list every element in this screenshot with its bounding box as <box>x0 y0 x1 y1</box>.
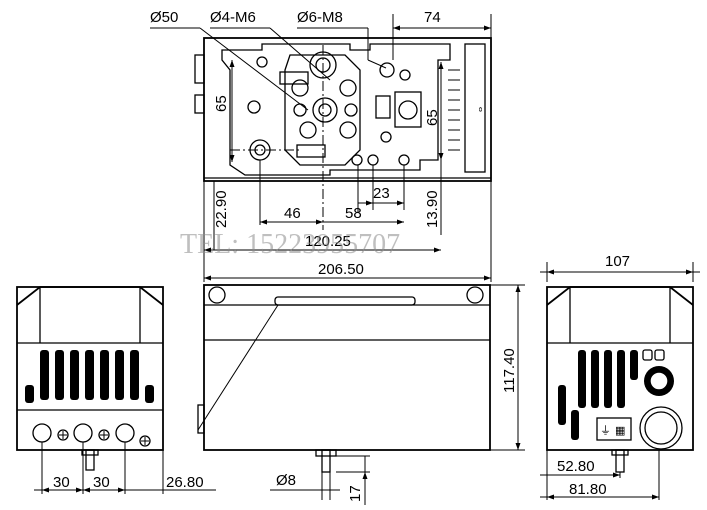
right-view: ⏚ ▦ <box>540 262 700 500</box>
dim-120-25-label: 120.25 <box>305 233 351 250</box>
front-view <box>197 284 525 505</box>
dim-81-80-label: 81.80 <box>569 481 607 498</box>
hole-4m6-label: Ø4-M6 <box>210 9 256 26</box>
dim-13-90-label: 13.90 <box>424 190 441 228</box>
dim-46-label: 46 <box>284 205 301 222</box>
top-view: ⴰ <box>194 37 492 230</box>
dim-65-left <box>229 60 235 162</box>
hole-d50-label: Ø50 <box>150 9 178 26</box>
ground-icon: ⏚ <box>600 424 611 437</box>
dim-117-40-label: 117.40 <box>501 348 518 393</box>
dims-below-top <box>203 160 492 282</box>
phone-watermark: TEL: 15223955707 <box>180 229 400 260</box>
hole-6m8-label: Ø6-M8 <box>297 9 343 26</box>
left-view <box>16 286 216 494</box>
dim-65-left-label: 65 <box>213 95 230 112</box>
dim-74-label: 74 <box>424 9 441 26</box>
dim-26-80-label: 26.80 <box>166 474 204 491</box>
left-view-vent-slots <box>25 350 154 403</box>
dim-107-label: 107 <box>605 253 630 270</box>
top-view-leaders <box>150 27 387 111</box>
dim-58-label: 58 <box>345 205 362 222</box>
dim-17-label: 17 <box>347 485 364 502</box>
right-view-vent-slots <box>558 350 638 440</box>
dim-52-80-label: 52.80 <box>557 458 595 475</box>
dim-206-50-label: 206.50 <box>318 261 364 278</box>
dim-30-b-label: 30 <box>93 474 110 491</box>
dim-d8-label: Ø8 <box>276 472 296 489</box>
terminal-block-icon: ▦ <box>615 424 625 437</box>
svg-text:ⴰ: ⴰ <box>475 107 484 112</box>
dim-65-right-label: 65 <box>424 109 441 126</box>
dim-65-right <box>438 62 444 160</box>
dim-23-label: 23 <box>373 185 390 202</box>
dim-74 <box>392 14 492 60</box>
dim-22-90-label: 22.90 <box>213 190 230 228</box>
dim-30-a-label: 30 <box>53 474 70 491</box>
screw-icons <box>57 429 151 447</box>
